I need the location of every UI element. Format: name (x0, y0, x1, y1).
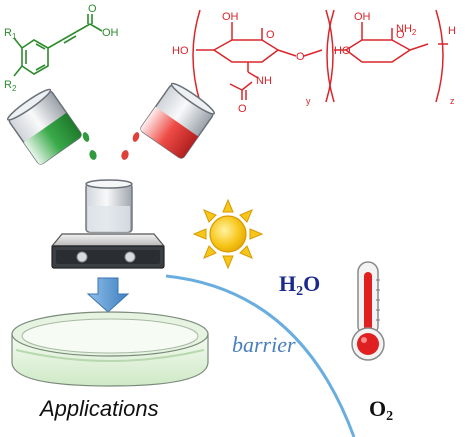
r2-label: R2 (4, 79, 17, 93)
acid-oh-label: OH (102, 27, 119, 39)
chitosan-oh-top2: OH (354, 11, 371, 23)
chitosan-h-end: H (448, 25, 456, 37)
r1-label: R1 (4, 27, 17, 41)
chitosan-o-link: O (296, 51, 305, 63)
chitosan-labels: HO OH O O NH O y HO OH O NH2 H z (172, 11, 456, 115)
chitosan-nh2-label: NH2 (396, 23, 417, 37)
chitosan-z-subscript: z (450, 96, 455, 106)
chitosan-ho-right: HO (334, 45, 351, 57)
water-label: H2O (279, 271, 321, 299)
thermometer-icon (351, 261, 385, 361)
red-drops (121, 132, 140, 160)
barrier-label: barrier (232, 332, 296, 357)
chitosan-o-ring1: O (266, 29, 275, 41)
stir-plate-icon (50, 179, 166, 269)
oxygen-label: O2 (369, 396, 394, 424)
chitosan-oh-top1: OH (222, 11, 239, 23)
chitosan-structure (192, 9, 448, 103)
petri-dish-icon (11, 311, 209, 387)
red-beaker-icon (140, 82, 216, 159)
applications-label: Applications (40, 396, 159, 421)
barrier-curve (165, 274, 356, 437)
chitosan-y-subscript: y (306, 96, 311, 106)
cinnamic-acid-labels: O OH R1 R2 (4, 3, 119, 93)
down-arrow-icon (86, 277, 130, 313)
sun-icon (192, 198, 264, 270)
chitosan-o-acetyl: O (238, 103, 247, 115)
chitosan-nh-label: NH (256, 75, 272, 87)
green-drops (82, 132, 97, 160)
green-beaker-icon (6, 88, 82, 165)
carbonyl-o-label: O (88, 3, 97, 15)
chitosan-ho-left: HO (172, 45, 189, 57)
chitosan-o-ring2: O (396, 29, 405, 41)
cinnamic-acid-structure (13, 14, 103, 77)
